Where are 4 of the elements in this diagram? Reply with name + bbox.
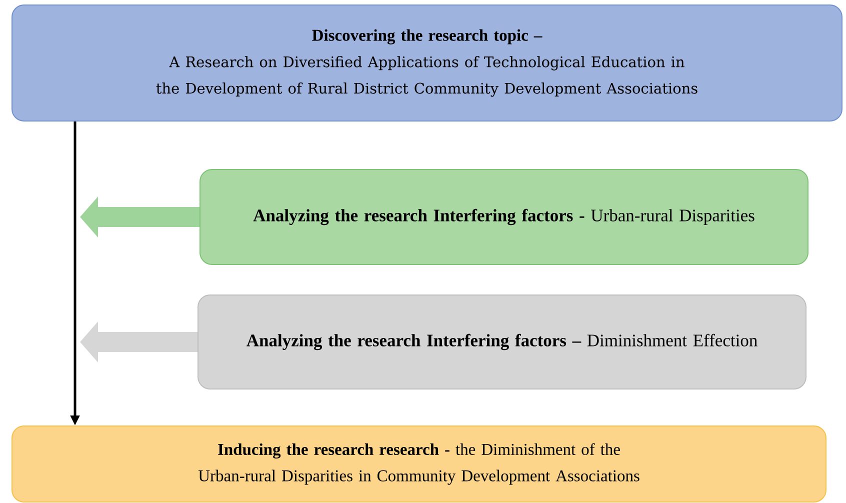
result-box: Inducing the research research - the Diminishment of the Urban-rural Disparities in Community Development Associations	[12, 426, 826, 502]
factor-box: Analyzing the research Interfering factors – Diminishment Effection	[198, 294, 806, 390]
topic-box: Discovering the research topic – A Research on Diversified Applications of Technological Education in the Development of Rural District Community Development Associations	[12, 4, 842, 122]
factor-box: Analyzing the research Interfering factors - Urban-rural Disparities	[200, 169, 808, 265]
